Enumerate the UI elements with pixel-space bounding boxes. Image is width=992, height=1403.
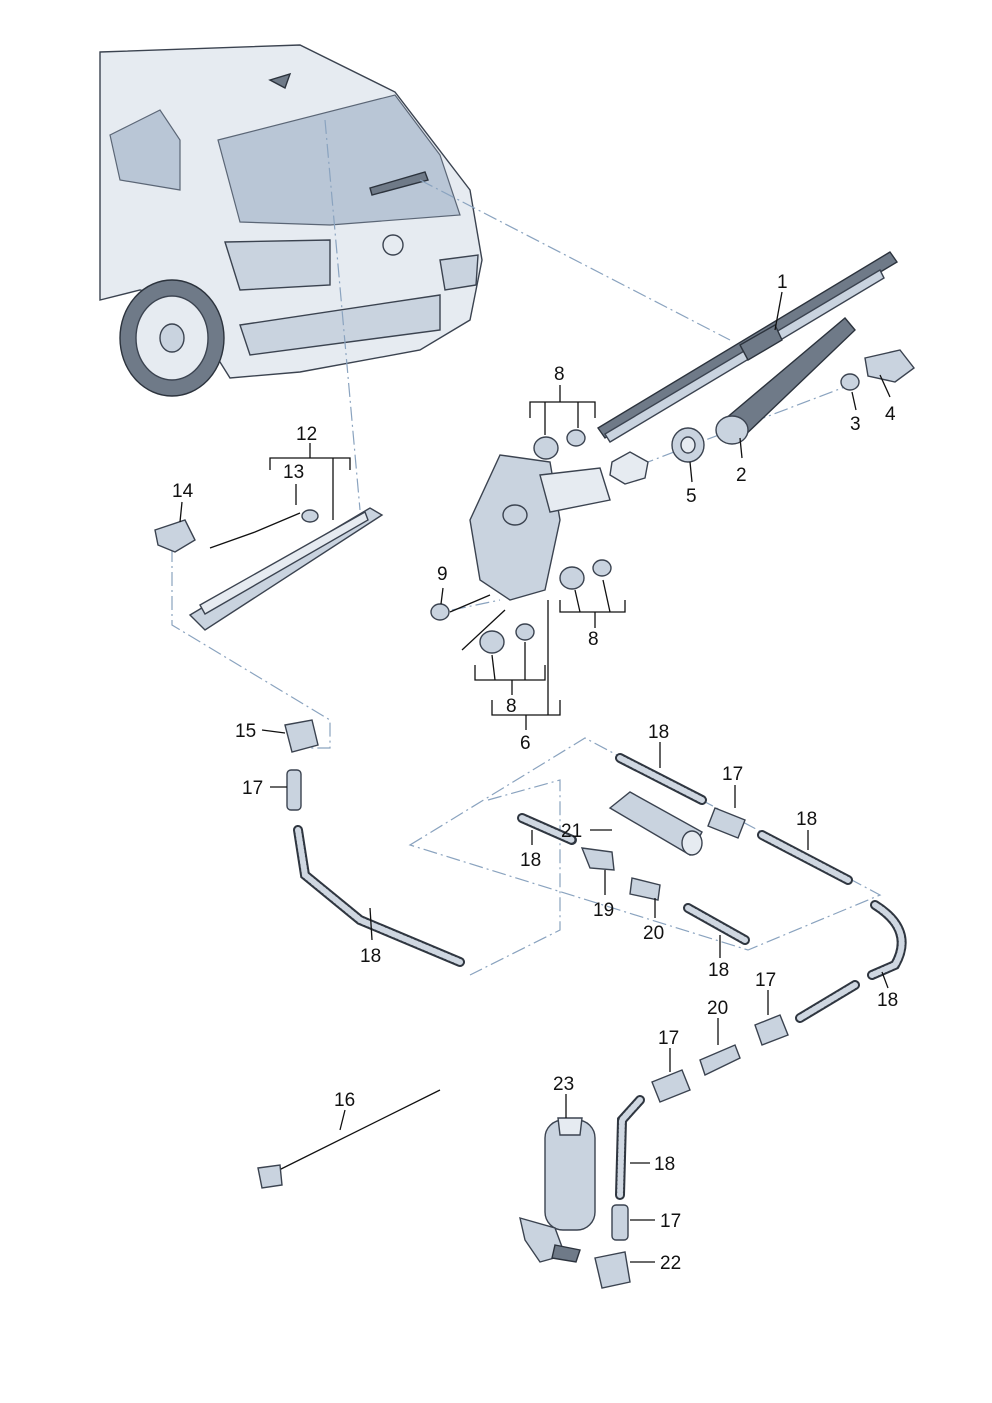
callout-15: 15 <box>235 721 256 742</box>
callout-labels: 1 2 3 4 5 8 8 8 6 9 12 13 14 15 17 18 16… <box>172 272 898 1274</box>
callout-18-vertical: 18 <box>654 1154 675 1175</box>
part-18-hose-right <box>757 830 853 885</box>
callout-17-lower-mid: 17 <box>658 1028 679 1049</box>
part-1-wiper-blade <box>596 251 899 443</box>
part-17-connector-left <box>286 769 302 811</box>
callout-13: 13 <box>283 462 304 483</box>
part-18-hose-lower-mid <box>683 903 750 945</box>
callout-8-bottom: 8 <box>506 696 517 717</box>
callout-8-right: 8 <box>588 629 599 650</box>
callout-18-short: 18 <box>520 850 541 871</box>
leader-lines <box>179 291 891 1263</box>
vehicle-rear-illustration <box>99 44 483 397</box>
callout-12: 12 <box>296 424 317 445</box>
callout-18-bend: 18 <box>877 990 898 1011</box>
callout-18-right: 18 <box>796 809 817 830</box>
part-16-cable-tie <box>257 1089 441 1189</box>
callout-6: 6 <box>520 733 531 754</box>
callout-9: 9 <box>437 564 448 585</box>
callout-17-bottom: 17 <box>660 1211 681 1232</box>
callout-17-left: 17 <box>242 778 263 799</box>
callout-16: 16 <box>334 1090 355 1111</box>
part-22-elbow-bottom <box>594 1251 631 1289</box>
callout-23: 23 <box>553 1074 574 1095</box>
callout-18-upper: 18 <box>648 722 669 743</box>
callout-18-lower-mid: 18 <box>708 960 729 981</box>
part-9-nut <box>430 603 450 621</box>
part-5-grommet <box>609 427 705 485</box>
part-21-sleeve <box>608 791 703 856</box>
part-13-hose <box>209 509 319 549</box>
part-17-connector-bottom <box>611 1204 629 1241</box>
callout-20-lower: 20 <box>707 998 728 1019</box>
callout-1: 1 <box>777 272 788 293</box>
part-18-hose-lower-right <box>795 980 860 1023</box>
part-20-connector-lower <box>699 1044 741 1076</box>
part-8-bushings <box>479 429 612 654</box>
callout-3: 3 <box>850 414 861 435</box>
part-19-check-valve <box>580 847 615 871</box>
callout-14: 14 <box>172 481 194 502</box>
callout-2: 2 <box>736 465 747 486</box>
part-4-cap <box>864 349 915 383</box>
callout-4: 4 <box>885 404 896 425</box>
part-15-elbow-connector <box>284 719 319 753</box>
part-18-hose-bend <box>867 900 907 980</box>
callout-19: 19 <box>593 900 614 921</box>
part-14-nozzle <box>154 519 196 553</box>
part-18-hose-upper <box>615 753 707 805</box>
callout-18-left: 18 <box>360 946 381 967</box>
part-2-wiper-arm <box>715 317 856 445</box>
assembly-guide-lines <box>171 119 882 976</box>
callout-5: 5 <box>686 486 697 507</box>
callout-8-top: 8 <box>554 364 565 385</box>
part-17-connector-lower-mid <box>651 1069 691 1103</box>
callout-22: 22 <box>660 1253 681 1274</box>
part-20-connector-mid <box>629 877 661 901</box>
part-12-cover-strip <box>188 507 384 631</box>
callout-17-lower-right: 17 <box>755 970 776 991</box>
part-3-nut <box>840 373 860 391</box>
callout-21: 21 <box>561 821 582 842</box>
callout-20-mid: 20 <box>643 923 664 944</box>
callout-17-mid: 17 <box>722 764 743 785</box>
part-23-washer-pump <box>519 1117 596 1263</box>
part-18-hose-short <box>517 813 577 845</box>
part-18-hose-vertical <box>615 1095 645 1200</box>
part-17-connector-lower-right <box>754 1014 789 1046</box>
part-17-connector-mid <box>707 807 746 839</box>
part-6-wiper-motor <box>469 454 611 601</box>
part-18-hose-left <box>293 825 465 967</box>
